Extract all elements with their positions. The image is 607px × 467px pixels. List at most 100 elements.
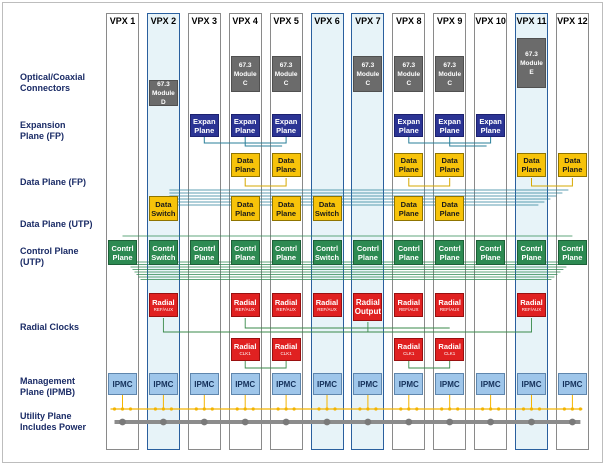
- control-plane-box-text: Contrl: [479, 243, 502, 253]
- optical-module-text: 67.3: [361, 61, 375, 69]
- data-plane-utp-box-text: Data: [400, 199, 417, 209]
- control-plane-box-text: Switch: [151, 252, 176, 262]
- data-plane-fp-box-text: Data: [564, 156, 581, 165]
- radial-clock-box-text: REF/AUX: [439, 306, 460, 312]
- row-label-data-utp: Data Plane (UTP): [20, 219, 93, 229]
- data-plane-utp-box-text: Data: [277, 199, 295, 209]
- radial-clock-box-text: Radial: [274, 297, 298, 307]
- expansion-plane-box-text: Expan: [193, 116, 216, 126]
- ipmc-box-text: IPMC: [562, 379, 583, 389]
- slot-title: VPX 5: [273, 16, 299, 26]
- ipmc-box-text: IPMC: [439, 379, 460, 389]
- expansion-plane-box-text: Plane: [276, 125, 297, 135]
- control-plane-box-text: Plane: [562, 252, 583, 262]
- radial-clk-box-text: CLK1: [444, 351, 456, 356]
- row-label-utility: Utility Plane Includes Power: [20, 411, 87, 432]
- data-plane-fp-box-text: Plane: [276, 165, 297, 174]
- expansion-plane-box-text: Expan: [479, 116, 502, 126]
- control-plane-box-text: Contrl: [397, 243, 420, 253]
- optical-module-text: Module: [233, 70, 257, 78]
- radial-clk-box-text: Radial: [438, 342, 461, 351]
- ipmc-box-text: IPMC: [153, 379, 174, 389]
- control-plane-box-text: Contrl: [520, 243, 543, 253]
- optical-module-text: C: [447, 79, 453, 87]
- data-plane-utp-box-text: Data: [318, 199, 336, 209]
- radial-clock-box-text: REF/AUX: [276, 306, 296, 312]
- control-plane-box-text: Plane: [276, 252, 297, 262]
- radial-clk-box-text: Radial: [233, 342, 257, 351]
- control-plane-box-text: Plane: [521, 252, 542, 262]
- expansion-plane-box-text: Plane: [235, 125, 256, 135]
- row-label-data-fp: Data Plane (FP): [20, 177, 87, 187]
- optical-module-text: Module: [152, 89, 175, 97]
- control-plane-box-text: Contrl: [111, 243, 134, 253]
- expansion-plane-box-text: Expan: [397, 116, 421, 126]
- data-plane-utp-box-text: Plane: [235, 208, 256, 218]
- data-plane-utp-box-text: Plane: [276, 208, 297, 218]
- radial-clock-box-text: Radial: [355, 298, 380, 307]
- data-plane-fp-box-text: Data: [237, 156, 254, 165]
- optical-module-text: 67.3: [238, 61, 252, 69]
- control-plane-box-text: Contrl: [275, 243, 298, 253]
- slot-title: VPX 11: [516, 16, 547, 26]
- optical-module-text: Module: [520, 59, 543, 67]
- slot-title: VPX 4: [232, 16, 258, 26]
- optical-module-text: 67.3: [279, 61, 293, 69]
- control-plane-box-text: Plane: [235, 252, 256, 262]
- ipmc-box: IPMC: [394, 373, 424, 395]
- control-plane-box-text: Contrl: [315, 243, 339, 253]
- ipmc-box-text: IPMC: [521, 379, 542, 389]
- radial-clock-box-text: REF/AUX: [317, 306, 337, 312]
- ipmc-box: IPMC: [189, 373, 219, 395]
- optical-module-text: Module: [438, 70, 462, 78]
- ipmc-box-text: IPMC: [276, 379, 297, 389]
- control-plane-box-text: Switch: [314, 252, 340, 262]
- radial-clock-box-text: Output: [354, 307, 381, 316]
- ipmc-box-text: IPMC: [235, 379, 256, 389]
- optical-module-text: Module: [356, 70, 380, 78]
- data-plane-fp-box-text: Plane: [235, 165, 256, 174]
- slot-title: VPX 1: [109, 16, 136, 26]
- radial-clock-box-text: Radial: [315, 297, 339, 307]
- ipmc-box: IPMC: [353, 373, 383, 395]
- radial-clock-box-text: Radial: [438, 297, 461, 307]
- slot-title: VPX 6: [314, 16, 340, 26]
- slot-title: VPX 3: [191, 16, 218, 26]
- optical-module-text: C: [406, 79, 412, 87]
- optical-module-text: C: [365, 79, 371, 87]
- optical-module-text: Module: [397, 70, 421, 78]
- data-plane-fp-box-text: Plane: [398, 165, 419, 174]
- control-plane-box-text: Plane: [439, 252, 460, 262]
- slot-title: VPX 2: [150, 16, 177, 26]
- radial-clock-box-text: REF/AUX: [521, 306, 542, 312]
- optical-module-text: C: [283, 79, 289, 87]
- data-plane-utp-box-text: Data: [441, 199, 458, 209]
- ipmc-box: IPMC: [148, 373, 178, 395]
- control-plane-box-text: Plane: [112, 252, 133, 262]
- control-plane-box-text: Plane: [398, 252, 419, 262]
- expansion-plane-box-text: Plane: [194, 125, 215, 135]
- slot-title: VPX 12: [557, 16, 588, 26]
- ipmc-box-text: IPMC: [480, 379, 501, 389]
- expansion-plane-box-text: Expan: [274, 116, 298, 126]
- control-plane-box-text: Contrl: [234, 243, 257, 253]
